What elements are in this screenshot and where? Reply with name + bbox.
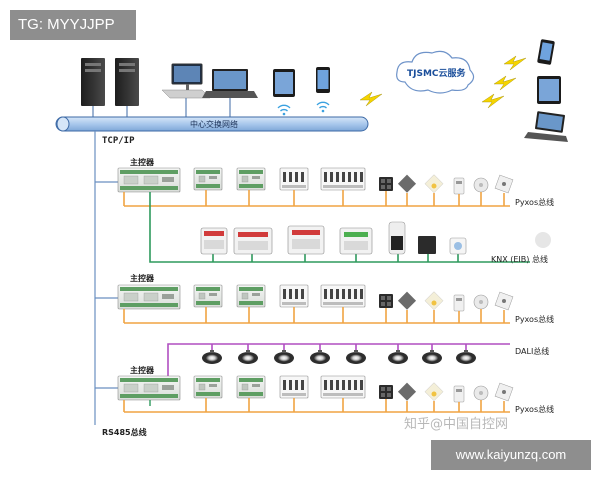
sensor-box [453, 177, 465, 195]
keypad-panel [379, 385, 393, 399]
relay-module [279, 167, 309, 191]
rs485-label: RS485总线 [102, 428, 147, 437]
tablet-top [273, 69, 295, 97]
keypad-panel [379, 177, 393, 191]
cube-sensor [494, 291, 514, 311]
desktop-pc [161, 63, 211, 99]
dome-sensor [473, 385, 489, 401]
cloud-service-label: TJSMC云服务 [407, 69, 466, 79]
pyxos-bus-label-3: Pyxos总线 [515, 405, 555, 414]
laptop-top [202, 69, 258, 98]
knx-module [287, 225, 325, 255]
server-1 [81, 58, 105, 106]
server-2 [115, 58, 139, 106]
controller-label-3: 主控器 [130, 366, 154, 375]
wifi-icon [277, 104, 291, 116]
relay-module [320, 167, 366, 191]
cube-sensor [494, 174, 514, 194]
io-module [236, 167, 266, 191]
phone-cloud [537, 39, 555, 65]
relay-module [279, 375, 309, 399]
switch-panel [397, 291, 417, 310]
pyxos-bus-3 [123, 398, 510, 413]
knx-detector [535, 232, 551, 248]
knx-bus-label: KNX (EIB) 总线 [491, 255, 548, 264]
dali-downlight [202, 350, 222, 364]
dali-downlight [238, 350, 258, 364]
dali-downlight [310, 350, 330, 364]
lightning-icon [359, 91, 383, 107]
switch-panel [397, 382, 417, 401]
dali-downlight [456, 350, 476, 364]
dali-downlight [274, 350, 294, 364]
lightning-icon [481, 93, 505, 109]
dali-downlight [422, 350, 442, 364]
dome-sensor [473, 177, 489, 193]
pyxos-bus-2 [123, 307, 510, 324]
relay-module [320, 375, 366, 399]
device-links [92, 98, 231, 117]
keypad-panel [379, 294, 393, 308]
io-module [236, 375, 266, 399]
wifi-icon [316, 101, 330, 113]
cube-sensor [494, 382, 514, 402]
dali-downlight [346, 350, 366, 364]
sensor-box [453, 385, 465, 403]
switch-panel [424, 291, 444, 311]
io-module [193, 375, 223, 399]
switch-panel [424, 174, 444, 194]
laptop-cloud [524, 111, 568, 142]
pyxos-bus-label-1: Pyxos总线 [515, 198, 555, 207]
knx-panel [418, 236, 436, 254]
lightning-icon [493, 75, 517, 91]
knx-module [339, 227, 373, 255]
dali-bus-label: DALI总线 [515, 347, 550, 356]
main-controller-3 [117, 375, 181, 401]
tablet-cloud [537, 76, 561, 104]
dome-sensor [473, 294, 489, 310]
pyxos-bus-1 [123, 190, 510, 207]
switch-panel [397, 174, 417, 193]
switch-panel [424, 382, 444, 402]
knx-module [233, 227, 273, 255]
phone-top [316, 67, 330, 93]
knx-sensor [449, 237, 467, 255]
main-controller-2 [117, 284, 181, 310]
io-module [236, 284, 266, 308]
backbone-label: 中心交换网络 [190, 120, 238, 129]
pyxos-bus-label-2: Pyxos总线 [515, 315, 555, 324]
io-module [193, 167, 223, 191]
knx-touch-sensor [388, 221, 406, 255]
relay-module [279, 284, 309, 308]
dali-downlight [388, 350, 408, 364]
controller-label-1: 主控器 [130, 158, 154, 167]
sensor-box [453, 294, 465, 312]
site-url-badge: www.kaiyunzq.com [431, 440, 591, 470]
controller-label-2: 主控器 [130, 274, 154, 283]
knx-module [200, 227, 228, 255]
telegram-badge: TG: MYYJJPP [10, 10, 136, 40]
main-controller-1 [117, 167, 181, 193]
cloud-service [396, 50, 475, 94]
knx-bus [149, 192, 530, 263]
relay-module [320, 284, 366, 308]
lightning-icon [503, 55, 527, 71]
tcpip-trunk [94, 131, 118, 425]
dali-bus [167, 343, 510, 376]
backbone-network [55, 116, 369, 132]
io-module [193, 284, 223, 308]
tcpip-label: TCP/IP [102, 136, 135, 146]
zhihu-watermark: 知乎@中国自控网 [404, 417, 509, 432]
